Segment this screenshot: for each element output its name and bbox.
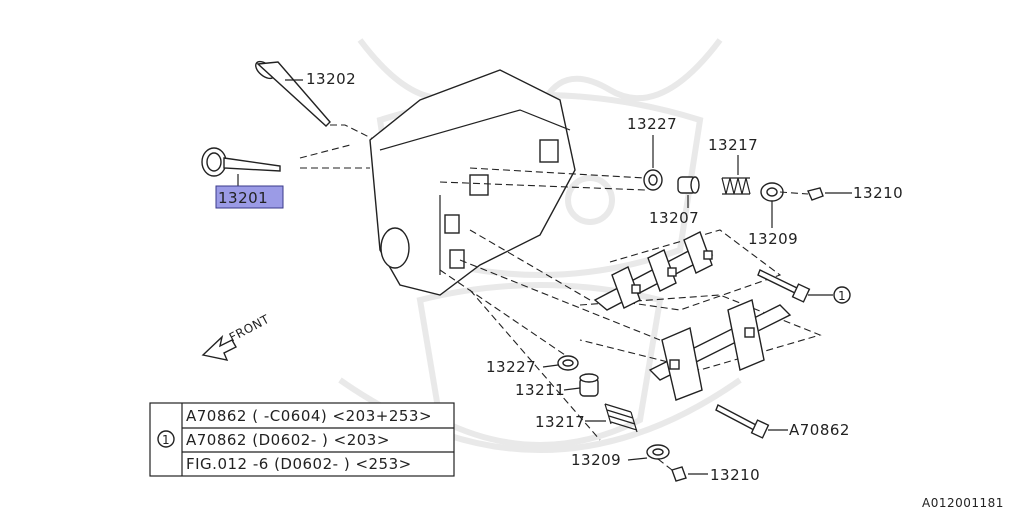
intake-valve — [201, 147, 281, 177]
part-number-13209-lower[interactable]: 13209 — [571, 451, 621, 469]
note-row-2: A70862 (D0602- ) <203> — [186, 431, 390, 449]
bolt-lower — [715, 404, 770, 439]
part-number-13227-upper[interactable]: 13227 — [627, 115, 677, 133]
part-number-13201-highlight[interactable] — [215, 185, 284, 209]
callout-1-text: 1 — [838, 289, 846, 303]
note-row-3: FIG.012 -6 (D0602- ) <253> — [186, 455, 412, 473]
cotter-upper — [807, 187, 824, 201]
front-label: FRONT — [227, 312, 272, 345]
retainer-upper — [760, 182, 784, 202]
bolt-upper — [757, 269, 811, 303]
rocker-shaft-lower — [648, 299, 792, 401]
part-number-13207[interactable]: 13207 — [649, 209, 699, 227]
valve-spring-upper — [721, 177, 751, 195]
valve-spring-lower — [604, 403, 638, 433]
rocker-shaft-upper — [593, 231, 714, 311]
cotter-lower — [671, 466, 687, 482]
cylinder-head — [369, 69, 576, 296]
part-number-13201[interactable]: 13201 — [218, 189, 268, 207]
part-number-13211[interactable]: 13211 — [515, 381, 565, 399]
note-table: 1 A70862 ( -C0604) <203+253> A70862 (D06… — [149, 402, 455, 477]
part-number-A70862[interactable]: A70862 — [789, 421, 850, 439]
lash-adjuster-lower — [579, 373, 599, 397]
part-number-13209-upper[interactable]: 13209 — [748, 230, 798, 248]
part-number-13210-upper[interactable]: 13210 — [853, 184, 903, 202]
lash-adjuster-upper — [677, 176, 700, 194]
front-arrow — [201, 334, 237, 361]
note-table-symbol: 1 — [162, 433, 170, 447]
valve-seal-upper — [643, 169, 663, 191]
part-number-13202[interactable]: 13202 — [306, 70, 356, 88]
part-number-13227-lower[interactable]: 13227 — [486, 358, 536, 376]
note-row-1: A70862 ( -C0604) <203+253> — [186, 407, 432, 425]
part-number-13217-upper[interactable]: 13217 — [708, 136, 758, 154]
part-number-13210-lower[interactable]: 13210 — [710, 466, 760, 484]
figure-id: A012001181 — [922, 496, 1004, 510]
retainer-lower — [646, 444, 670, 460]
exhaust-valve — [255, 60, 331, 127]
part-number-13217-lower[interactable]: 13217 — [535, 413, 585, 431]
valve-seal-lower — [557, 355, 579, 371]
callout-circle-1[interactable]: 1 — [833, 286, 851, 304]
